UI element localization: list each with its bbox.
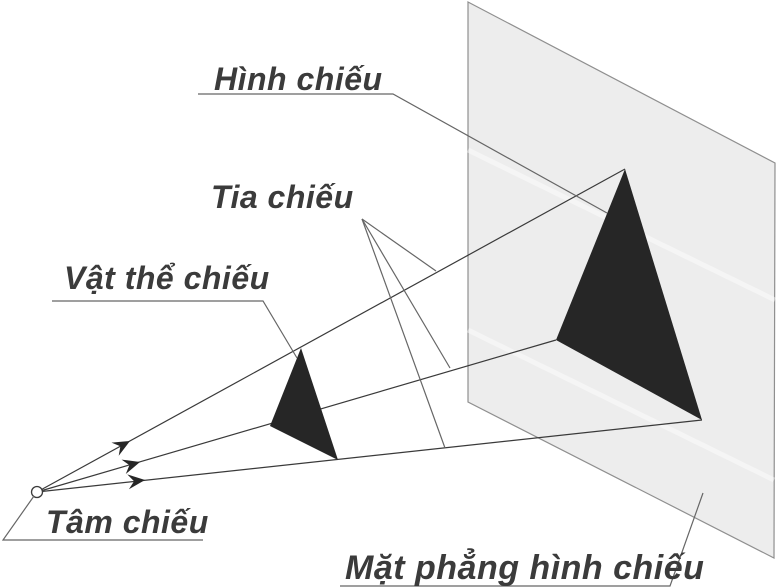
object-triangle (270, 348, 338, 460)
image-triangle (556, 169, 702, 420)
leader-projected-object (52, 300, 298, 359)
ray-arrowhead-icon (121, 459, 140, 474)
projection-ray-label: Tia chiếu (211, 179, 354, 215)
leader-projection-center (1, 495, 203, 541)
leader-projection-plane (340, 492, 704, 587)
leader-projection-image (198, 93, 608, 214)
leader-ray-pointer-middle (361, 218, 451, 369)
plane-sheen-streak (466, 327, 776, 483)
projected-object-label: Vật thể chiếu (64, 260, 270, 296)
projection-ray-top (36, 168, 626, 493)
leader-ray-pointer-bottom (361, 218, 446, 449)
projection-center-label: Tâm chiếu (46, 504, 209, 540)
projection-ray-bottom (36, 419, 703, 493)
leader-ray-pointer-top (361, 218, 437, 272)
ray-arrowhead-icon (127, 474, 145, 490)
projection-plane-label: Mặt phẳng hình chiếu (345, 549, 705, 587)
projection-center-point (30, 485, 44, 499)
ray-arrowhead-icon (111, 441, 130, 456)
projection-image-label: Hình chiếu (214, 61, 383, 97)
